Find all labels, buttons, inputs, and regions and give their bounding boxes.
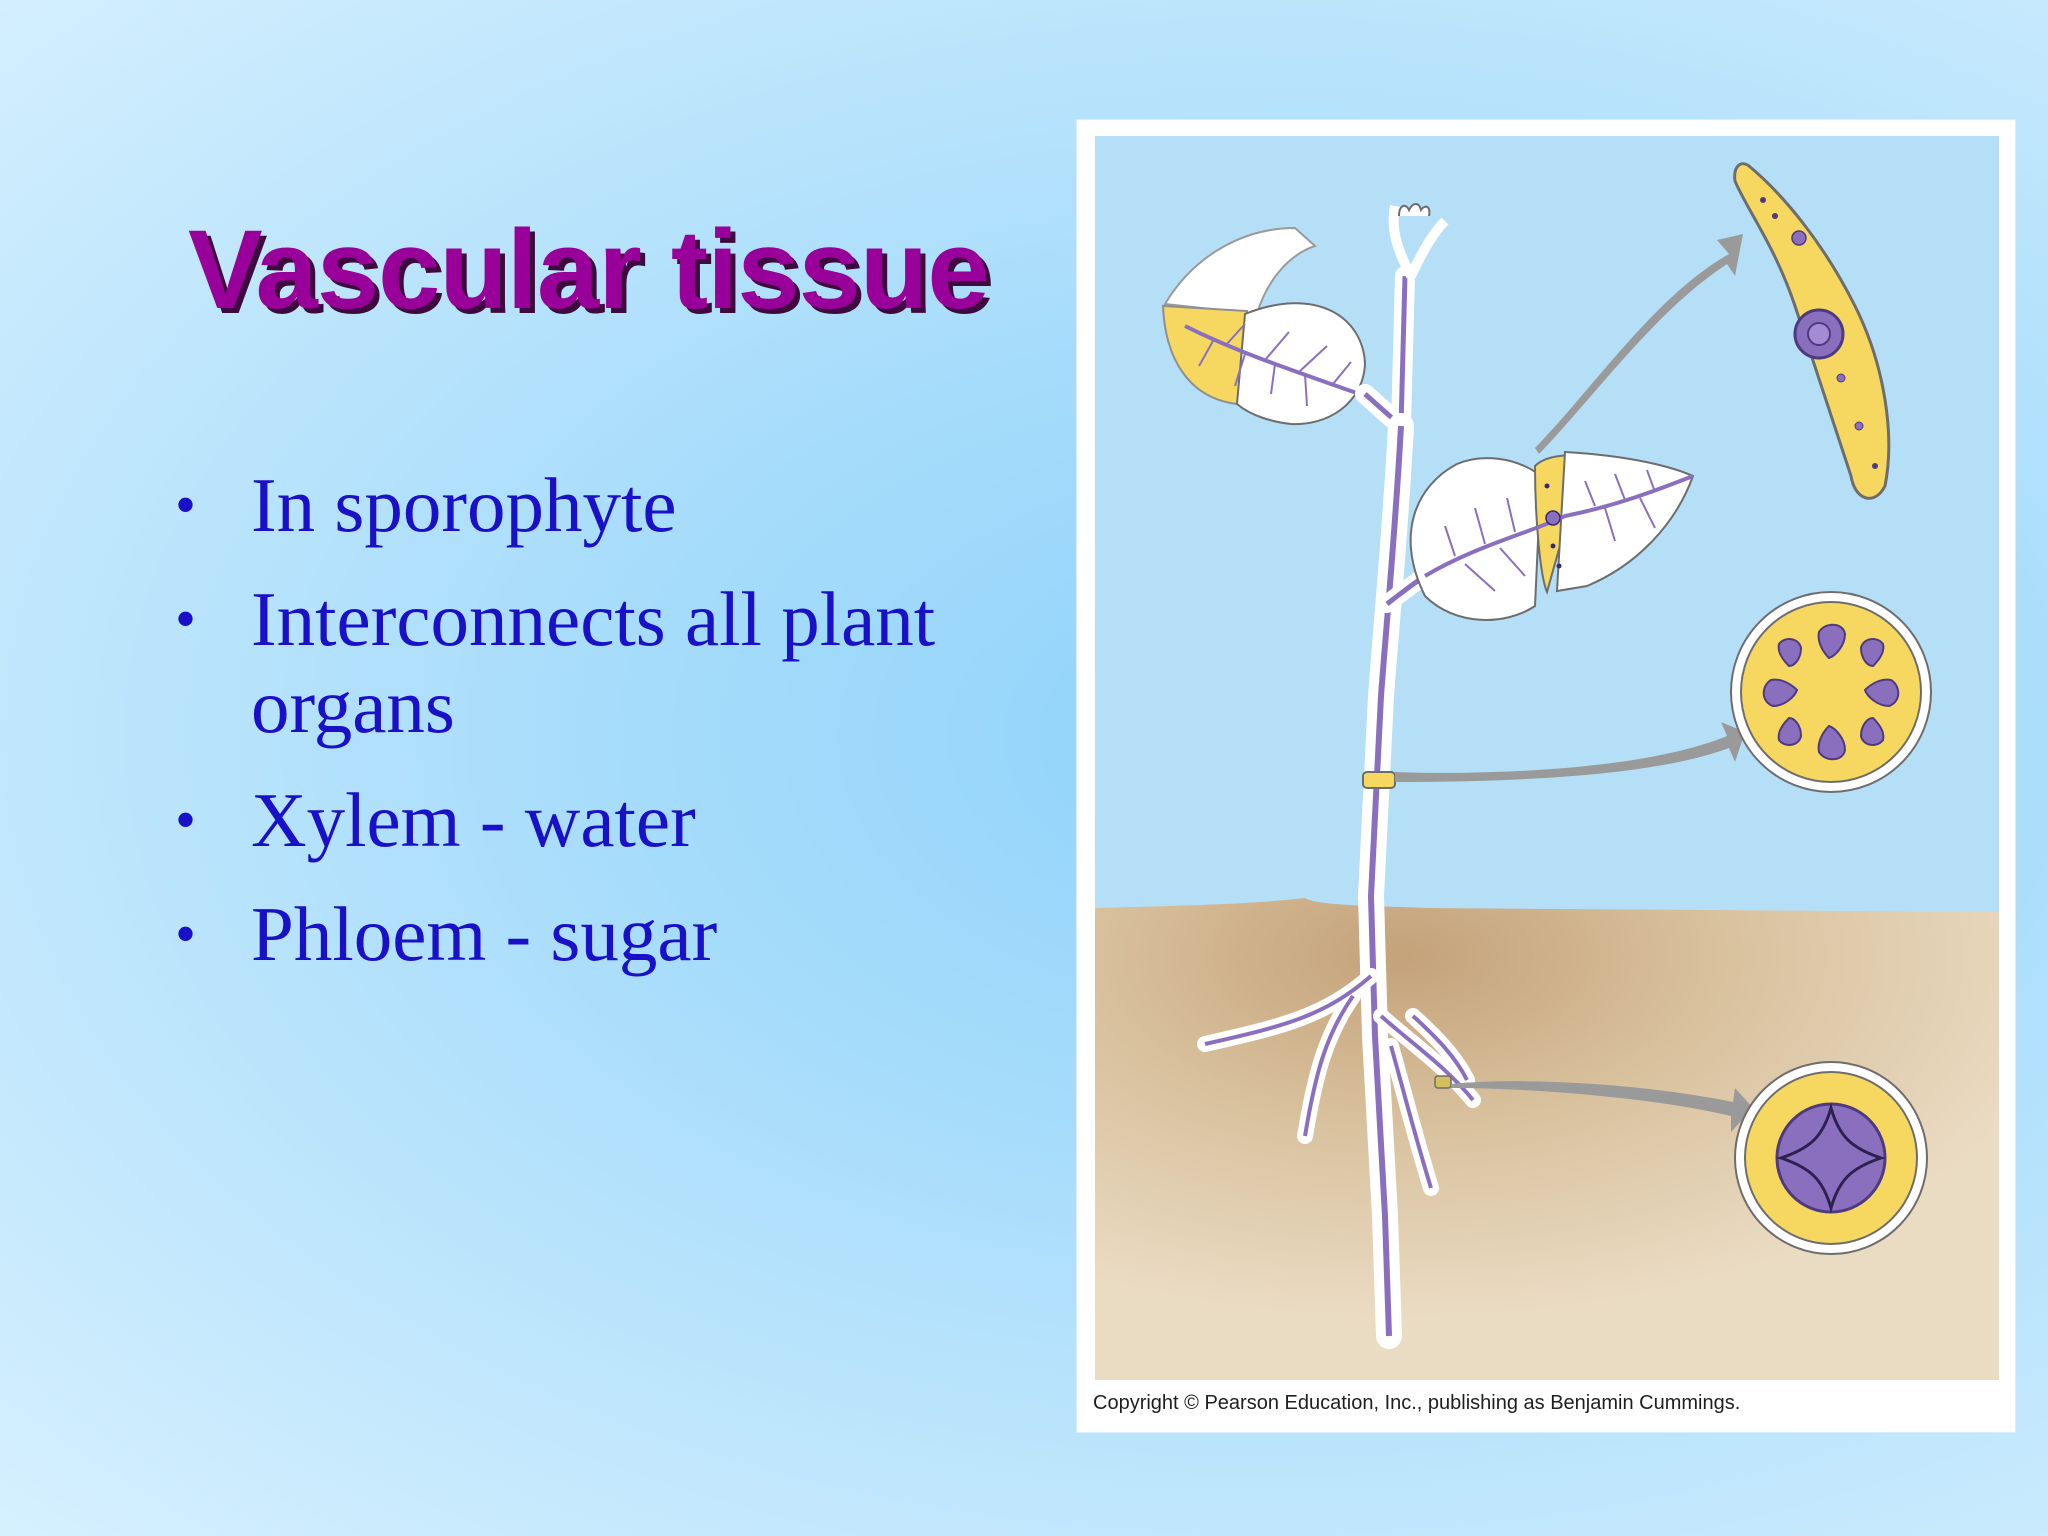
bullet-item: • Interconnects all plant organs (175, 576, 1075, 750)
bullet-icon: • (175, 901, 197, 967)
stem-cross-section (1730, 591, 1932, 793)
bullet-text: In sporophyte (251, 462, 677, 548)
bullet-icon: • (175, 787, 197, 853)
arrow-icon (1395, 234, 1753, 1132)
bullet-icon: • (175, 472, 197, 538)
bullet-text: Phloem - sugar (251, 891, 718, 977)
bullet-item: • In sporophyte (175, 462, 1075, 549)
bullet-text: Xylem - water (251, 777, 696, 863)
plant-roots (1197, 968, 1481, 1196)
bullet-list: • In sporophyte • Interconnects all plan… (175, 462, 1075, 1005)
copyright-caption: Copyright © Pearson Education, Inc., pub… (1093, 1392, 1741, 1414)
plant-figure: Copyright © Pearson Education, Inc., pub… (1076, 119, 2016, 1433)
leaf-cross-section (1733, 162, 1891, 500)
plant-vascular-illustration (1095, 136, 1999, 1380)
soil-background (1095, 898, 1999, 1380)
bullet-text: Interconnects all plant organs (251, 576, 936, 749)
bullet-item: • Phloem - sugar (175, 891, 1075, 978)
right-leaf (1409, 450, 1695, 621)
slide-title: Vascular tissue (188, 207, 990, 332)
root-cross-section (1734, 1061, 1928, 1255)
bullet-item: • Xylem - water (175, 777, 1075, 864)
bullet-icon: • (175, 586, 197, 652)
